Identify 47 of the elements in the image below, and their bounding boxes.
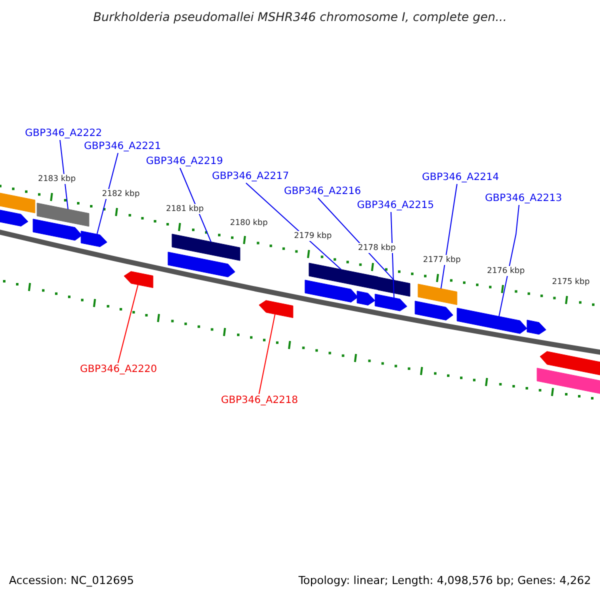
gene-feature — [418, 284, 458, 306]
leader-line — [96, 152, 118, 235]
scale-label: 2178 kbp — [358, 243, 396, 253]
leader-line — [60, 140, 68, 210]
leader-line — [180, 168, 212, 242]
gene-label: GBP346_A2217 — [212, 171, 290, 183]
scale-label: 2176 kbp — [487, 266, 525, 276]
gene-feature — [258, 300, 294, 318]
leader-line — [390, 212, 394, 298]
gene-label: GBP346_A2215 — [357, 200, 434, 212]
gene-feature — [414, 300, 454, 320]
leader-line — [498, 204, 520, 317]
leader-line — [246, 182, 342, 270]
chart-title: Burkholderia pseudomallei MSHR346 chromosome I, complete gen... — [92, 10, 508, 24]
gene-feature — [32, 218, 82, 241]
scale-label: 2180 kbp — [230, 218, 268, 228]
gene-feature — [172, 234, 240, 261]
gene-label: GBP346_A2219 — [146, 156, 224, 168]
scale-label: 2179 kbp — [294, 231, 332, 241]
gene-label: GBP346_A2218 — [221, 395, 298, 407]
gene-feature — [540, 351, 600, 376]
gene-feature — [536, 368, 600, 395]
gene-label: GBP346_A2221 — [84, 141, 162, 153]
leader-line — [440, 184, 458, 290]
leader-line — [258, 314, 276, 394]
gene-feature — [168, 252, 236, 278]
accession-text: Accession: NC_012695 — [9, 574, 134, 587]
scale-label: 2183 kbp — [38, 174, 76, 184]
gene-label: GBP346_A2220 — [80, 364, 158, 376]
scale-label: 2175 kbp — [552, 277, 590, 287]
leader-line — [318, 198, 394, 281]
gene-label: GBP346_A2222 — [25, 128, 102, 140]
genome-summary: Topology: linear; Length: 4,098,576 bp; Genes: 4,262 — [298, 574, 591, 587]
gene-feature — [0, 192, 36, 214]
gene-label: GBP346_A2214 — [422, 172, 500, 184]
gene-feature — [36, 202, 90, 227]
gene-label: GBP346_A2213 — [485, 193, 562, 205]
gene-feature — [80, 230, 108, 248]
gene-feature — [526, 320, 546, 335]
gene-feature — [0, 208, 28, 226]
leader-line — [118, 284, 138, 364]
gene-feature — [124, 271, 154, 288]
scale-label: 2181 kbp — [166, 204, 204, 214]
scale-label: 2177 kbp — [423, 255, 461, 265]
gene-feature — [378, 276, 410, 297]
scale-label: 2182 kbp — [102, 189, 140, 199]
gene-label: GBP346_A2216 — [284, 186, 362, 198]
